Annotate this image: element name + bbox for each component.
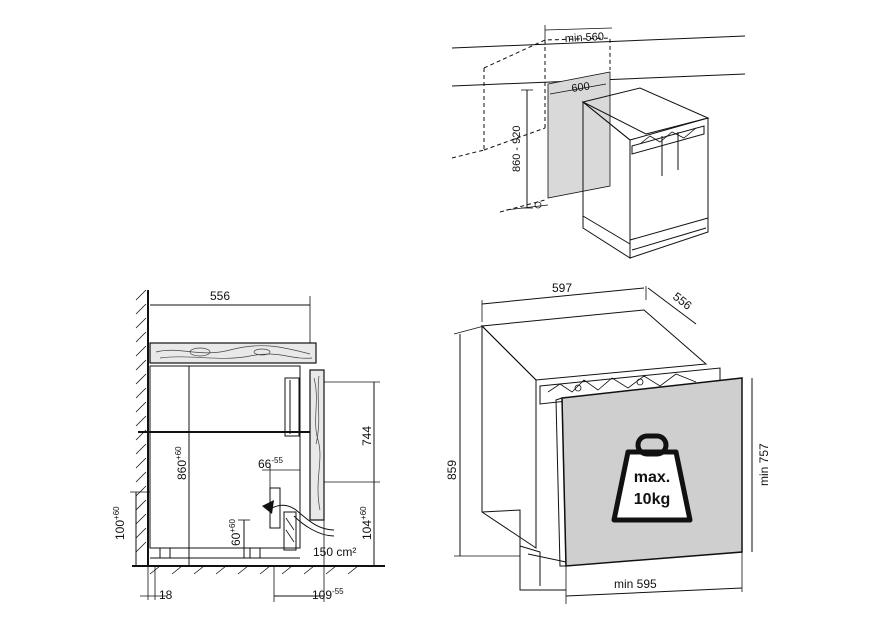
dim-104-label: 104+60	[359, 506, 374, 540]
dim-860-side-label: 860+60	[174, 446, 189, 480]
dim-100-label: 100+60	[112, 506, 127, 540]
fridge-icon	[581, 87, 710, 259]
ventilation-arrow-icon	[262, 500, 335, 537]
dim-66-label: 66-55	[258, 456, 283, 471]
side-section: 556 860+60 744 104+60	[112, 289, 385, 602]
dim-556-top-label: 556	[670, 289, 695, 313]
dim-min560-label: min 560	[565, 31, 605, 45]
dim-744-label: 744	[360, 426, 374, 446]
weight-max-label: max.	[634, 469, 670, 486]
dim-556-side-label: 556	[210, 289, 230, 303]
dim-597-label: 597	[552, 281, 572, 295]
weight-icon: max. 10kg	[611, 433, 693, 523]
dim-min595-label: min 595	[614, 577, 657, 591]
dim-860-920-label: 860 - 920	[511, 126, 523, 172]
dim-859-label: 859	[445, 460, 459, 480]
dim-min757-label: min 757	[757, 443, 771, 486]
vent-area-label: 150 cm²	[313, 545, 356, 559]
dim-18-label: 18	[159, 588, 173, 602]
niche-perspective: min 560 600 860 - 920	[451, 25, 746, 213]
appliance-perspective: 597 556 859 min 757 min 595	[445, 281, 771, 604]
weight-value-label: 10kg	[634, 491, 670, 508]
dim-60-label: 60+60	[228, 519, 243, 546]
dim-109-label: 109-55	[312, 587, 344, 602]
dim-600-label: 600	[571, 81, 591, 95]
